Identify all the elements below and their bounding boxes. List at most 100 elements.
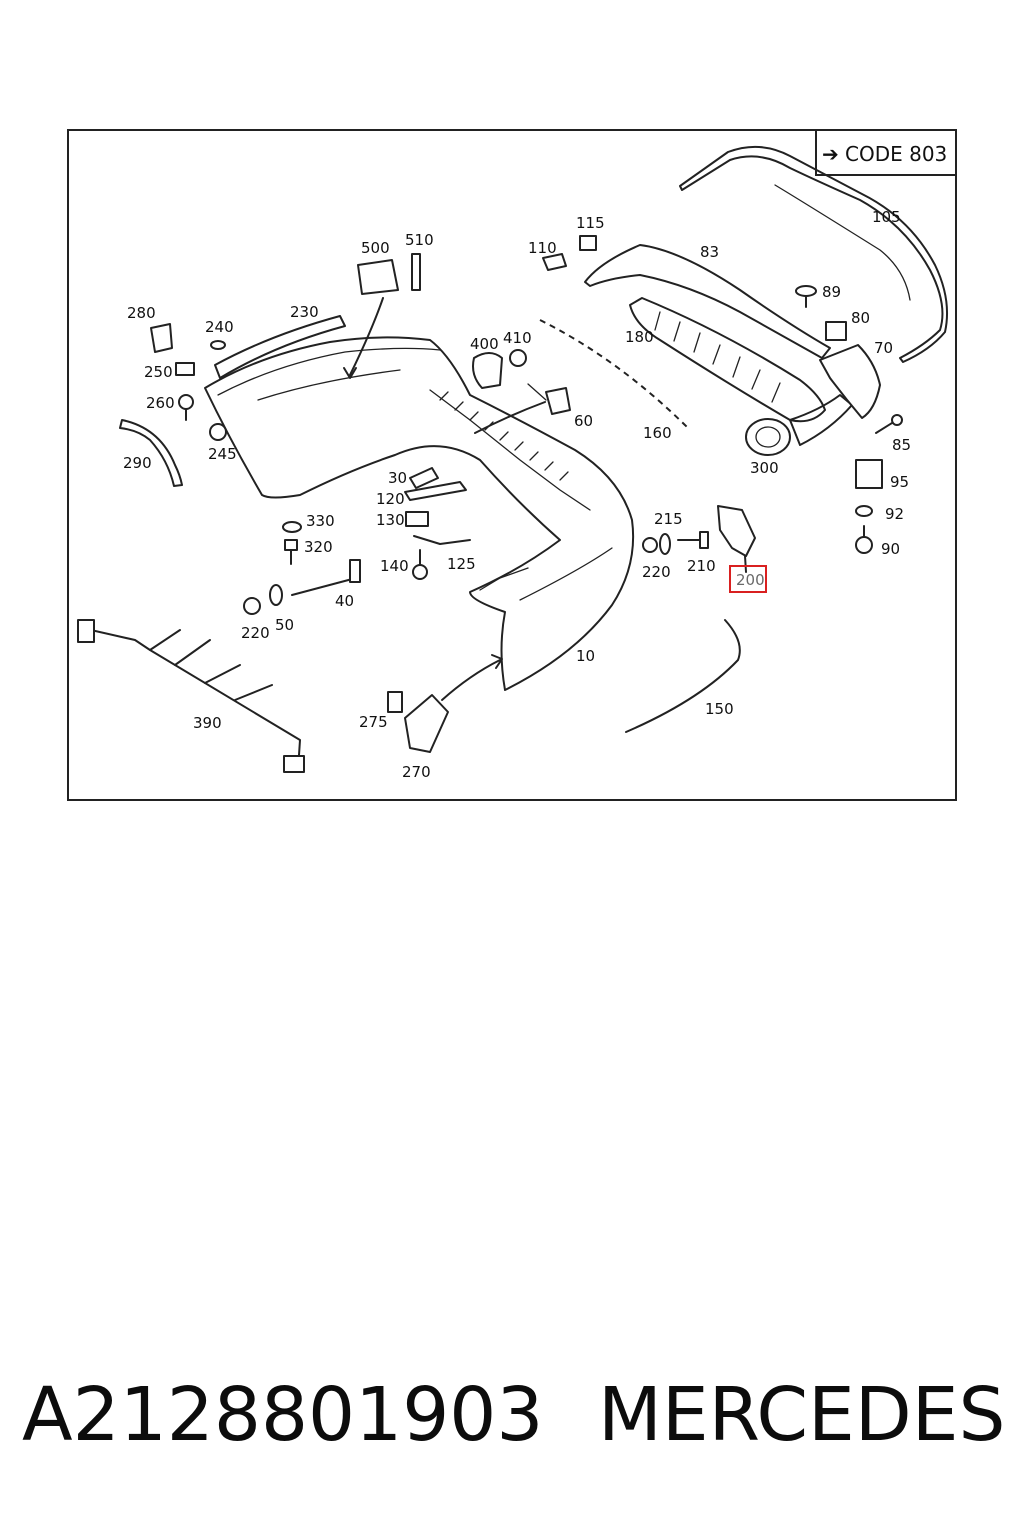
clip-280 xyxy=(150,323,173,353)
label-200-highlighted: 200 xyxy=(736,571,765,589)
code-box: ➔ CODE 803 xyxy=(815,129,957,176)
trim-strip-150 xyxy=(625,619,741,733)
label-500: 500 xyxy=(361,239,390,257)
wiring-harness-390 xyxy=(77,619,305,773)
housing-60 xyxy=(545,387,571,415)
label-150: 150 xyxy=(705,700,734,718)
bolt-40 xyxy=(291,577,357,596)
highlight-box xyxy=(729,565,767,593)
clip-275 xyxy=(387,691,403,713)
bumper-inner-edge xyxy=(217,347,441,396)
diffuser-trim xyxy=(584,244,831,359)
arrow-right-icon: ➔ xyxy=(822,142,839,166)
bumper-tab-edge xyxy=(479,567,529,591)
bumper-grille-zone xyxy=(429,389,591,511)
label-210: 210 xyxy=(687,557,716,575)
label-300: 300 xyxy=(750,459,779,477)
label-275: 275 xyxy=(359,713,388,731)
arch-trim-290 xyxy=(119,419,183,487)
label-320: 320 xyxy=(304,538,333,556)
molding-dashed xyxy=(539,319,691,431)
exhaust-tip xyxy=(745,394,853,456)
label-10: 10 xyxy=(576,647,595,665)
clip-80 xyxy=(825,321,847,341)
screw-320 xyxy=(284,539,298,565)
rivet-89 xyxy=(795,285,817,308)
label-280: 280 xyxy=(127,304,156,322)
bracket-30 xyxy=(409,467,439,489)
label-510: 510 xyxy=(405,231,434,249)
label-85: 85 xyxy=(892,436,911,454)
trunk-lid-outline xyxy=(679,145,948,363)
screw-140 xyxy=(412,549,428,580)
bracket-130 xyxy=(405,511,429,527)
clip-110 xyxy=(542,253,567,271)
label-410: 410 xyxy=(503,329,532,347)
screw-90 xyxy=(855,525,873,554)
washer-92 xyxy=(855,505,873,517)
washer-330 xyxy=(282,521,302,533)
sensor-arrow xyxy=(474,401,546,434)
label-260: 260 xyxy=(146,394,175,412)
label-50: 50 xyxy=(275,616,294,634)
label-120: 120 xyxy=(376,490,405,508)
cover-500 xyxy=(357,259,399,295)
label-220-left: 220 xyxy=(241,624,270,642)
label-105: 105 xyxy=(872,208,901,226)
label-125: 125 xyxy=(447,555,476,573)
nut-250 xyxy=(175,362,195,376)
label-30: 30 xyxy=(388,469,407,487)
ring-410 xyxy=(509,349,527,367)
bumper-cover xyxy=(204,336,635,691)
bracket-70 xyxy=(819,344,881,419)
label-92: 92 xyxy=(885,505,904,523)
clip-510 xyxy=(411,253,421,291)
label-180: 180 xyxy=(625,328,654,346)
label-140: 140 xyxy=(380,557,409,575)
code-box-label: CODE 803 xyxy=(845,142,947,166)
label-60: 60 xyxy=(574,412,593,430)
label-230: 230 xyxy=(290,303,319,321)
label-220-right: 220 xyxy=(642,563,671,581)
label-83: 83 xyxy=(700,243,719,261)
cover-270 xyxy=(404,694,449,753)
label-240: 240 xyxy=(205,318,234,336)
bracket-120 xyxy=(404,481,467,501)
arrow-500 xyxy=(349,297,384,376)
label-215: 215 xyxy=(654,510,683,528)
part-number: A2128801903 xyxy=(22,1372,544,1458)
label-270: 270 xyxy=(402,763,431,781)
washer-215 xyxy=(659,533,671,555)
label-115: 115 xyxy=(576,214,605,232)
label-390: 390 xyxy=(193,714,222,732)
nut-220-left xyxy=(243,597,261,615)
side-trim-230 xyxy=(214,315,346,379)
nut-220-right xyxy=(642,537,658,553)
label-245: 245 xyxy=(208,445,237,463)
screw-260 xyxy=(178,394,194,421)
diffuser-fins xyxy=(654,311,781,403)
label-70: 70 xyxy=(874,339,893,357)
label-89: 89 xyxy=(822,283,841,301)
part-caption: A2128801903 MERCEDES xyxy=(0,1372,1024,1472)
washer-50 xyxy=(269,584,283,606)
part-labels: 280 240 230 250 260 245 290 500 510 110 … xyxy=(123,208,911,781)
label-90: 90 xyxy=(881,540,900,558)
label-160: 160 xyxy=(643,424,672,442)
label-400: 400 xyxy=(470,335,499,353)
pin-85 xyxy=(875,422,893,434)
clip-115 xyxy=(579,235,597,251)
label-80: 80 xyxy=(851,309,870,327)
label-95: 95 xyxy=(890,473,909,491)
bracket-125 xyxy=(413,535,471,545)
washer-240 xyxy=(210,340,226,350)
brand-name: MERCEDES xyxy=(598,1372,1006,1458)
nut-245 xyxy=(209,423,227,441)
label-40: 40 xyxy=(335,592,354,610)
sensor-bracket-95 xyxy=(855,459,883,489)
sensor-400 xyxy=(472,352,503,389)
bumper-lower-crease xyxy=(519,547,613,601)
bumper-grille-slots xyxy=(439,391,569,481)
label-130: 130 xyxy=(376,511,405,529)
